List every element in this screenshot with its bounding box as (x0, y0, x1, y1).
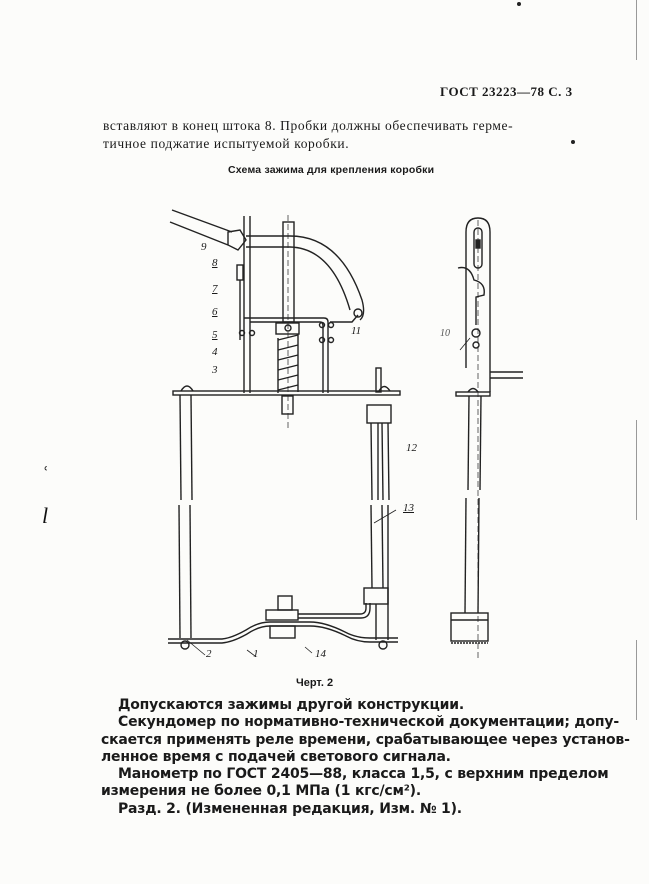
side-view (450, 217, 523, 660)
callout-9: 9 (201, 241, 207, 253)
callout-7: 7 (212, 283, 218, 295)
bracket (238, 314, 359, 393)
body-line: ленное время с подачей светового сигнала… (101, 748, 451, 765)
left-vertical-post (236, 216, 251, 393)
scan-edge-line (636, 420, 637, 520)
figure-caption: Схема зажима для крепления коробки (228, 164, 435, 176)
callout-5: 5 (212, 329, 218, 341)
body-line: Разд. 2. (Измененная редакция, Изм. № 1)… (118, 800, 462, 817)
scan-speck (571, 140, 575, 144)
callout-8: 8 (212, 257, 218, 269)
top-plate (172, 390, 401, 415)
right-column (363, 367, 392, 640)
body-line: Манометр по ГОСТ 2405—88, класса 1,5, с … (118, 766, 609, 783)
callout-11: 11 (351, 325, 362, 337)
callout-1: 1 (253, 648, 259, 660)
page-header-doc-ref: ГОСТ 23223—78 С. 3 (440, 84, 573, 99)
figure-label: Черт. 2 (296, 677, 334, 689)
leader-lines (186, 337, 471, 657)
body-line: Секундомер по нормативно-технической док… (118, 714, 619, 731)
bottom-plate (168, 595, 398, 650)
margin-handwritten-mark: l (42, 503, 49, 528)
callout-3: 3 (212, 364, 218, 376)
lever-handle (169, 209, 365, 321)
scan-speck (517, 2, 521, 6)
callout-4: 4 (212, 346, 218, 358)
scan-edge-line (636, 0, 637, 60)
callout-14: 14 (315, 648, 326, 660)
spring (277, 334, 299, 393)
callout-2: 2 (206, 648, 212, 660)
intro-line: тичное поджатие испытуемой коробки. (103, 136, 350, 151)
body-paragraphs: Допускаются зажимы другой конструкции. С… (101, 697, 630, 818)
left-column (178, 385, 194, 639)
callout-12: 12 (406, 442, 417, 454)
intro-paragraph: вставляют в конец штока 8. Пробки должны… (103, 117, 513, 153)
body-line: скается применять реле времени, срабатыв… (101, 731, 630, 748)
intro-line: вставляют в конец штока 8. Пробки должны… (103, 118, 514, 133)
callout-6: 6 (212, 306, 218, 318)
clamp-schematic-drawing (168, 209, 523, 660)
margin-handwritten-mark: ʿ (42, 462, 50, 487)
body-line: измерения не более 0,1 МПа (1 кгс/см²). (101, 783, 421, 800)
body-line: Допускаются зажимы другой конструкции. (118, 697, 464, 713)
callout-10: 10 (440, 328, 450, 339)
callout-13: 13 (403, 502, 414, 514)
scan-edge-line (636, 640, 637, 720)
